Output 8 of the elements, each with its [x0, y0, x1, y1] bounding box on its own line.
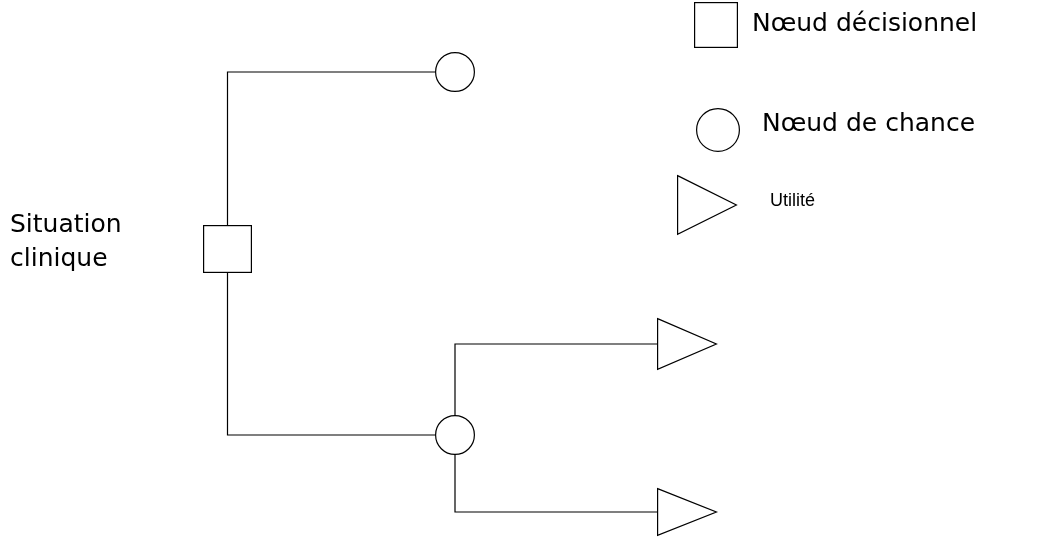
connector-line — [454, 454, 658, 513]
legend-text: Utilité — [770, 190, 815, 211]
connector-line — [226, 71, 436, 226]
connector-line — [454, 343, 658, 416]
legend-text: Nœud de chance — [762, 108, 975, 137]
node-caption: Situation clinique — [10, 208, 123, 274]
legend-text: Nœud décisionnel — [752, 8, 978, 37]
connector-line — [226, 272, 436, 436]
